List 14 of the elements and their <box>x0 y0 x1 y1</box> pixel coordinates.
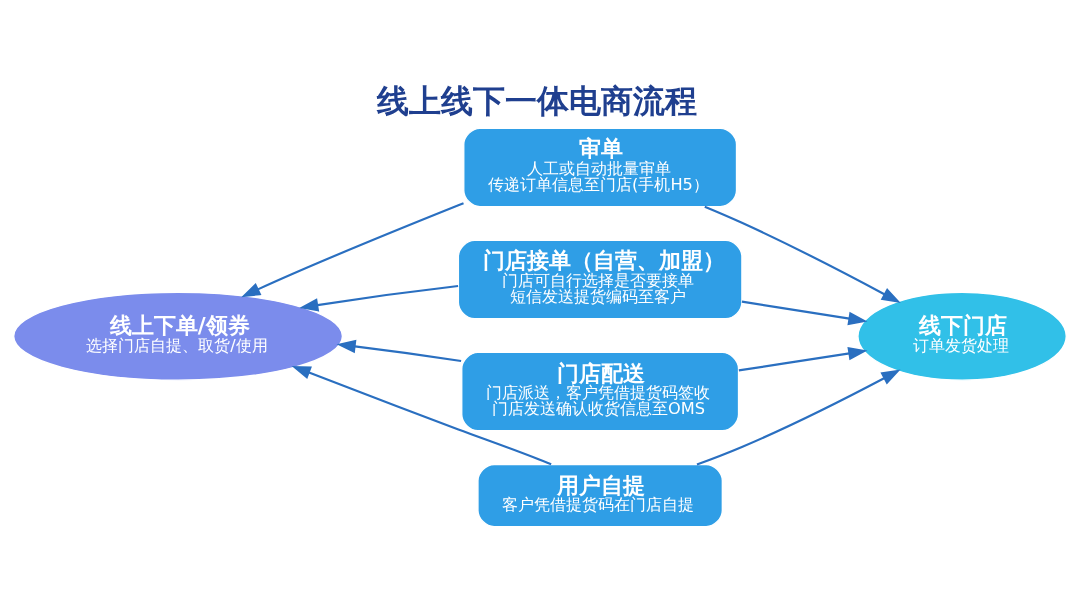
arrow <box>741 300 868 325</box>
arrow <box>738 346 868 371</box>
arrow <box>241 201 464 297</box>
node-box: 用户自提 客户凭借提货码在门店自提 <box>477 463 723 527</box>
node-box: 门店接单（自营、加盟） 门店可自行选择是否要接单 短信发送提货编码至客户 <box>457 239 743 319</box>
node-box: 审单 人工或自动批量审单 传递订单信息至门店(手机H5） <box>463 127 738 207</box>
node-box: 门店配送 门店派送，客户凭借提货码签收 门店发送确认收货信息至OMS <box>461 351 740 431</box>
arrow <box>291 365 552 465</box>
node-ellipse: 线下门店 订单发货处理 <box>857 291 1067 381</box>
arrow <box>704 205 901 303</box>
arrow <box>336 339 462 362</box>
arrow <box>696 368 901 465</box>
diagram-title: 线上线下一体电商流程 <box>377 81 698 120</box>
arrow <box>299 284 459 312</box>
